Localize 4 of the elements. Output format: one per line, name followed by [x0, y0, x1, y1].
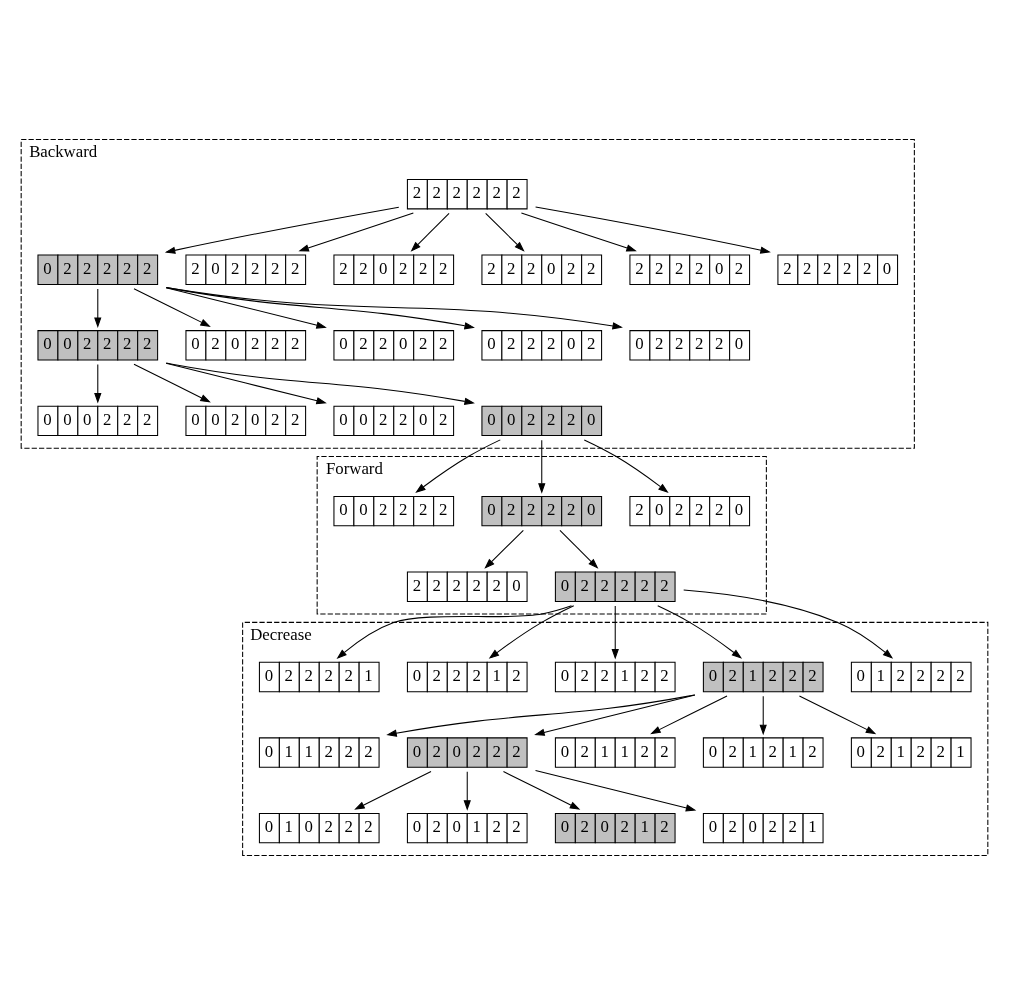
node-text: 2 2 2 2 2 0 [412, 575, 521, 595]
node-text: 0 2 0 1 2 2 [412, 817, 521, 837]
node-text: 0 2 2 2 1 2 [412, 665, 521, 685]
node-text: 2 2 2 2 2 2 [412, 183, 521, 203]
